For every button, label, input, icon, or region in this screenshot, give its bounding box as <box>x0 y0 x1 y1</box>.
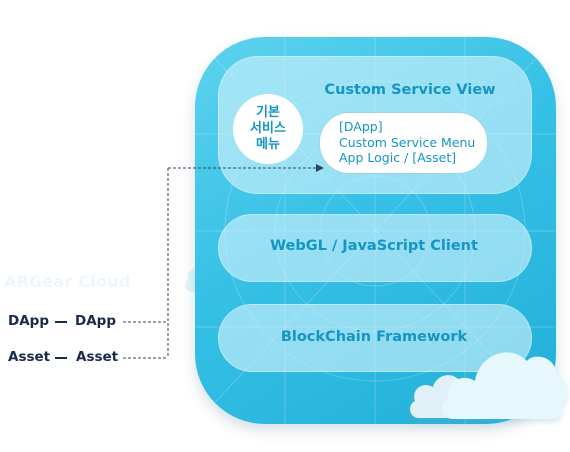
argear-cloud-heading: ARGear Cloud <box>4 272 131 291</box>
dapp-target-label: DApp <box>75 313 116 329</box>
custom-service-title: Custom Service View <box>324 82 496 98</box>
webgl-label: WebGL / JavaScript Client <box>270 238 478 254</box>
basic-menu-line-2: 서비스 <box>250 121 286 136</box>
dapp-line-1: [DApp] <box>339 119 383 134</box>
arrow-right-icon <box>316 164 324 172</box>
dapp-line-3: App Logic / [Asset] <box>339 150 457 165</box>
dapp-line-2: Custom Service Menu <box>339 134 476 150</box>
asset-target-label: Asset <box>76 349 119 365</box>
dapp-source-label: DApp <box>8 313 49 329</box>
dapp-dash <box>55 321 67 323</box>
cloud-icon <box>410 352 568 420</box>
asset-dash <box>55 357 67 359</box>
asset-source-label: Asset <box>8 349 51 365</box>
basic-menu-line-1: 기본 <box>256 105 280 120</box>
webgl-layer <box>218 214 532 282</box>
basic-menu-line-3: 메뉴 <box>256 137 280 152</box>
basic-service-menu-circle: 기본 서비스 메뉴 <box>233 94 303 164</box>
blockchain-label: BlockChain Framework <box>280 329 468 345</box>
blockchain-layer <box>218 304 532 372</box>
dapp-service-box: [DApp] Custom Service Menu App Logic / [… <box>319 112 488 174</box>
